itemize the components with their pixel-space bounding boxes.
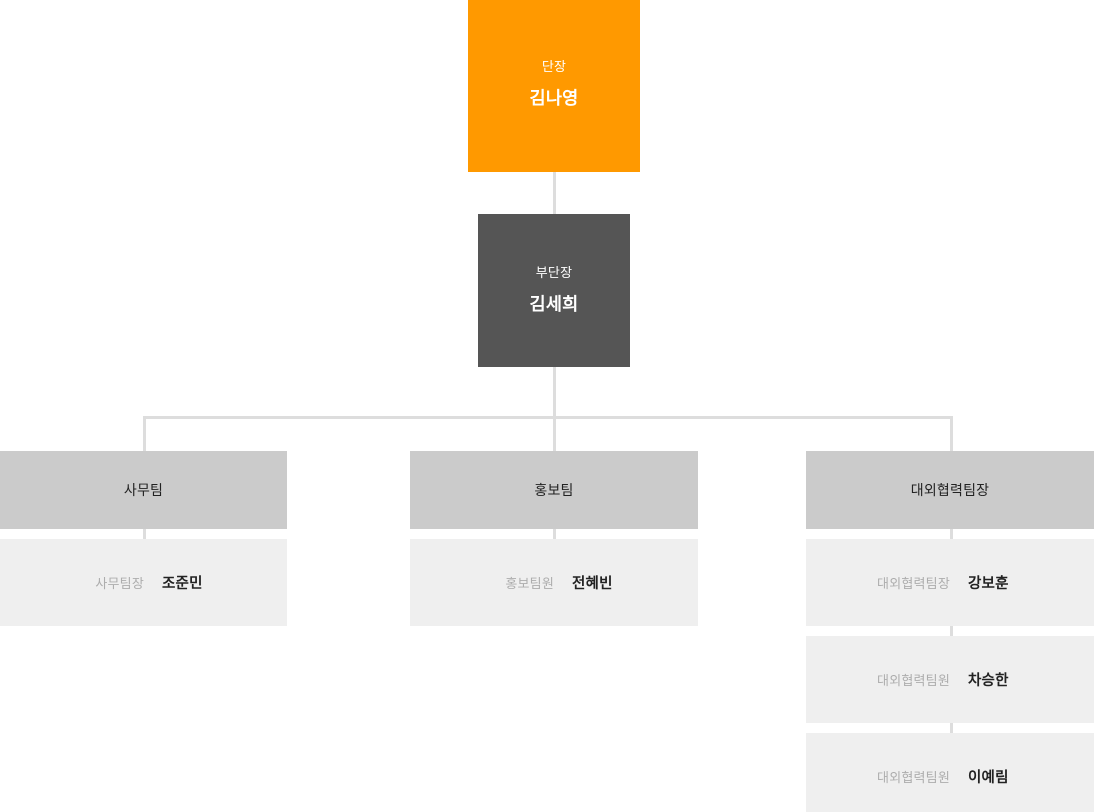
connector-team-2-row-0 (950, 529, 953, 539)
member-name: 차승한 (968, 673, 1009, 689)
member-row[interactable]: 대외협력팀장 강보훈 (806, 539, 1094, 626)
connector-branch-bar (143, 416, 953, 419)
member-row[interactable]: 대외협력팀원 이예림 (806, 733, 1094, 812)
deputy-title: 부단장 (535, 265, 573, 281)
member-name: 강보훈 (968, 576, 1009, 592)
card-deputy[interactable]: 부단장 김세희 (478, 214, 630, 367)
connector-team-0-row-0 (143, 529, 146, 539)
member-role: 대외협력팀장 (877, 577, 950, 592)
team-column-external-affairs: 대외협력팀장 대외협력팀장 강보훈 대외협력팀원 차승한 대외협력팀원 이예림 (806, 451, 1094, 812)
connector-team-1-row-0 (553, 529, 556, 539)
connector-branch-to-team-1 (553, 416, 556, 451)
member-role: 사무팀장 (95, 577, 144, 592)
member-role: 대외협력팀원 (877, 771, 950, 786)
director-name: 김나영 (529, 89, 579, 110)
member-row[interactable]: 사무팀장 조준민 (0, 539, 287, 626)
card-director[interactable]: 단장 김나영 (468, 0, 640, 172)
team-column-pr: 홍보팀 홍보팀원 전혜빈 (410, 451, 698, 626)
member-row[interactable]: 대외협력팀원 차승한 (806, 636, 1094, 723)
connector-team-2-row-1 (950, 626, 953, 636)
deputy-name: 김세희 (529, 294, 579, 315)
connector-branch-to-team-2 (950, 416, 953, 451)
team-header-external-affairs[interactable]: 대외협력팀장 (806, 451, 1094, 529)
team-header-office[interactable]: 사무팀 (0, 451, 287, 529)
connector-branch-to-team-0 (143, 416, 146, 451)
member-name: 이예림 (968, 770, 1009, 786)
member-name: 조준민 (162, 576, 203, 592)
team-header-pr[interactable]: 홍보팀 (410, 451, 698, 529)
director-title: 단장 (541, 60, 567, 76)
member-name: 전혜빈 (572, 576, 613, 592)
connector-director-to-deputy (553, 172, 556, 214)
member-role: 홍보팀원 (505, 577, 554, 592)
connector-team-2-row-2 (950, 723, 953, 733)
team-column-office: 사무팀 사무팀장 조준민 (0, 451, 287, 626)
connector-deputy-to-branch (553, 367, 556, 416)
member-row[interactable]: 홍보팀원 전혜빈 (410, 539, 698, 626)
member-role: 대외협력팀원 (877, 674, 950, 689)
